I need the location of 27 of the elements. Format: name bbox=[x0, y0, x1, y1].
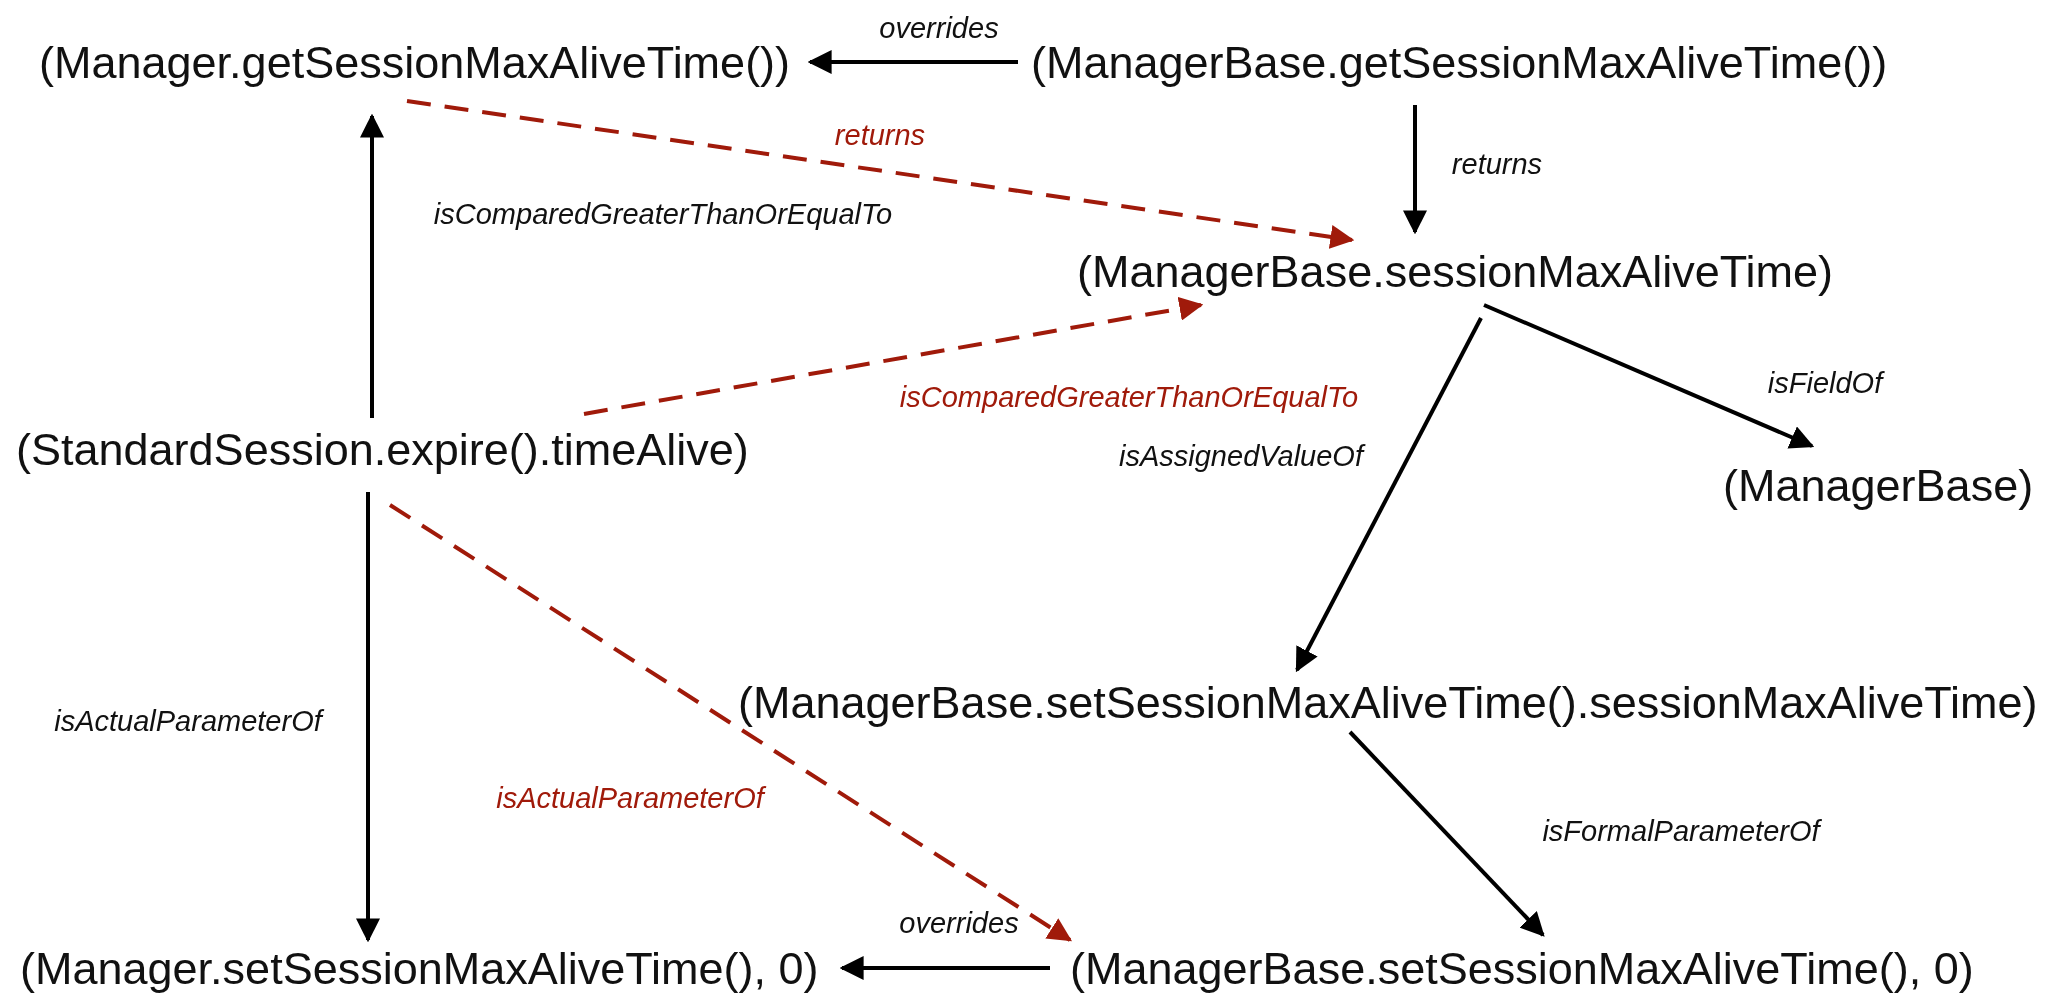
node-label: (Manager.setSessionMaxAliveTime(), 0) bbox=[20, 944, 819, 994]
edge-label: isComparedGreaterThanOrEqualTo bbox=[433, 197, 893, 231]
node-label: (ManagerBase.setSessionMaxAliveTime().sessionMaxAliveTime) bbox=[738, 678, 2038, 728]
edge-label: isFieldOf bbox=[1767, 366, 1883, 400]
arrow bbox=[406, 99, 1355, 249]
arrow bbox=[583, 296, 1204, 416]
node-label: (ManagerBase.getSessionMaxAliveTime()) bbox=[1031, 38, 1888, 88]
edge-label: returns bbox=[1451, 147, 1543, 181]
edge-label: returns bbox=[834, 118, 926, 152]
edge-label: isFormalParameterOf bbox=[1542, 814, 1820, 848]
arrow bbox=[1295, 317, 1483, 673]
edge-label: overrides bbox=[899, 906, 1019, 940]
arrow bbox=[388, 503, 1072, 942]
arrow bbox=[807, 50, 1018, 74]
edge-label: isComparedGreaterThanOrEqualTo bbox=[899, 380, 1359, 414]
node-label: (Manager.getSessionMaxAliveTime()) bbox=[39, 38, 791, 88]
edge-label: overrides bbox=[879, 11, 999, 45]
arrow bbox=[356, 492, 380, 943]
node-label: (ManagerBase) bbox=[1723, 461, 2034, 511]
node-label: (ManagerBase.setSessionMaxAliveTime(), 0) bbox=[1070, 944, 1974, 994]
arrow bbox=[1348, 730, 1545, 937]
arrow bbox=[1483, 303, 1815, 449]
arrow bbox=[1403, 105, 1427, 235]
arrow bbox=[360, 113, 384, 418]
node-label: (StandardSession.expire().timeAlive) bbox=[16, 425, 749, 475]
arrow bbox=[839, 956, 1050, 980]
node-label: (ManagerBase.sessionMaxAliveTime) bbox=[1077, 247, 1834, 297]
